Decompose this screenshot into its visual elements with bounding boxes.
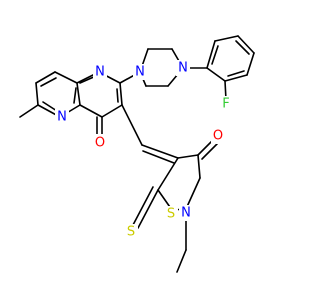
- sulfur-ring-label: S: [167, 207, 175, 222]
- thiazolidinone-ring: [121, 104, 218, 273]
- oxygen-ketone-label: O: [95, 136, 105, 151]
- fluorophenyl-ring: [206, 35, 255, 101]
- n-piperazine-right-label: N: [178, 61, 188, 76]
- sulfur-thione-label: S: [127, 225, 135, 240]
- n-bridgehead-label: N: [57, 110, 67, 125]
- fluorine-label: F: [222, 97, 229, 112]
- n-piperazine-left-label: N: [135, 65, 145, 80]
- pyrimidinone-ring: [76, 71, 123, 139]
- pyridine-ring: [19, 71, 81, 118]
- molecule-canvas: N N N N F O O S S N: [19, 35, 255, 273]
- n-pyrimidine-label: N: [95, 65, 105, 80]
- atom-labels: N N N N F O O S S N: [55, 60, 233, 240]
- oxygen-thiazolidinone-label: O: [213, 129, 223, 144]
- n-thiazolidinone-label: N: [181, 206, 191, 221]
- structure-diagram: N N N N F O O S S N: [19, 35, 255, 273]
